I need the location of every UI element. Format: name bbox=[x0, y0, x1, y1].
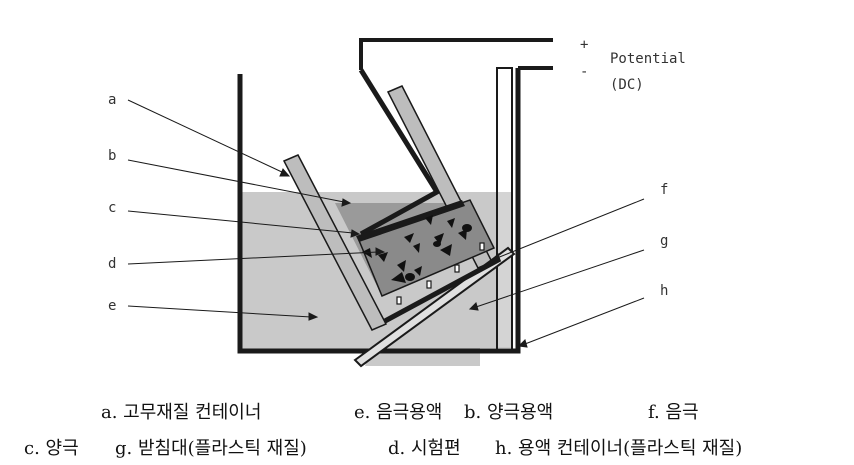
legend-g: g. 받침대(플라스틱 재질) bbox=[115, 438, 307, 459]
dc-label: (DC) bbox=[610, 77, 644, 93]
label-c: c bbox=[108, 200, 116, 216]
label-b: b bbox=[108, 148, 116, 164]
plus-sign: + bbox=[580, 37, 588, 53]
legend-a: a. 고무재질 컨테이너 bbox=[101, 402, 262, 423]
legend-c: c. 양극 bbox=[24, 438, 79, 459]
leader-lines bbox=[127, 99, 645, 348]
label-f: f bbox=[660, 182, 668, 198]
label-h: h bbox=[660, 283, 668, 299]
tube-solution bbox=[497, 192, 512, 347]
connector-pins bbox=[396, 242, 485, 305]
legend-h: h. 용액 컨테이너(플라스틱 재질) bbox=[495, 438, 743, 459]
legend-f: f. 음극 bbox=[648, 402, 699, 423]
label-a: a bbox=[108, 92, 116, 108]
rubber-container bbox=[358, 68, 441, 237]
potential-label: Potential bbox=[610, 51, 686, 67]
specimen-fragments bbox=[362, 215, 472, 283]
label-e: e bbox=[108, 298, 116, 314]
specimen-line bbox=[356, 200, 465, 242]
label-g: g bbox=[660, 233, 668, 249]
legend-b: b. 양극용액 bbox=[464, 402, 554, 423]
cathode-bar bbox=[383, 256, 502, 324]
container-tube bbox=[496, 67, 513, 353]
support-plate bbox=[353, 246, 516, 368]
power-wire bbox=[359, 38, 553, 70]
minus-sign: - bbox=[580, 64, 588, 80]
legend-d: d. 시험편 bbox=[388, 438, 461, 459]
anode-electrode bbox=[282, 154, 388, 331]
legend-e: e. 음극용액 bbox=[354, 402, 443, 423]
label-d: d bbox=[108, 256, 116, 272]
